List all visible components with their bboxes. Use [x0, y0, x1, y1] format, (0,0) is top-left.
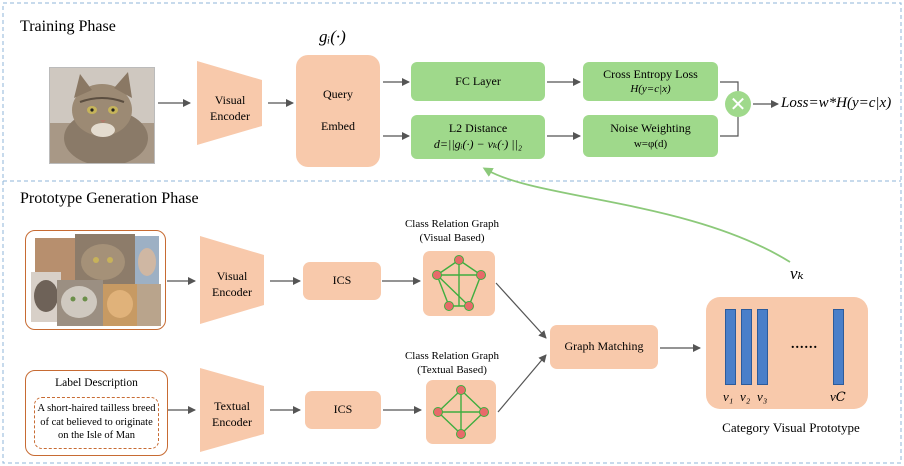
- fc-layer-label: FC Layer: [455, 73, 501, 88]
- l2-distance-title: L2 Distance: [448, 121, 508, 136]
- noise-weighting-box: Noise Weighting w=φ(d): [583, 115, 718, 157]
- multiply-icon: ✕: [725, 91, 751, 117]
- label-description-frame: Label Description A short-haired tailles…: [25, 370, 168, 456]
- l2-distance-box: L2 Distance d=||gᵢ(·) − vₖ(·) ||₂: [411, 115, 545, 159]
- training-phase-title: Training Phase: [20, 18, 116, 35]
- cross-entropy-box: Cross Entropy Loss H(y=c|x): [583, 62, 718, 101]
- noise-weighting-formula: w=φ(d): [633, 137, 668, 150]
- graph-matching-box: Graph Matching: [550, 325, 658, 369]
- query-embed-box: Query Embed: [296, 55, 380, 167]
- graph-matching-label: Graph Matching: [564, 339, 644, 354]
- image-collage-frame: [25, 230, 166, 330]
- fc-layer-box: FC Layer: [411, 62, 545, 101]
- prototype-phase-title: Prototype Generation Phase: [20, 190, 199, 207]
- ics-label-top: ICS: [332, 273, 352, 288]
- cat-photo: [49, 67, 155, 164]
- textual-encoder-shape: [200, 368, 264, 452]
- graph-visual-caption: Class Relation Graph (Visual Based): [404, 218, 500, 244]
- vk-feedback-curve: [482, 167, 791, 263]
- label-description-text: A short-haired tailless breed of cat bel…: [34, 397, 159, 449]
- graph-textual-caption: Class Relation Graph (Textual Based): [404, 350, 500, 376]
- graph-textual-icon: [433, 385, 489, 439]
- query-label: Query: [323, 87, 353, 102]
- prototype-ellipsis: ......: [791, 337, 818, 352]
- vk-label: vₖ: [790, 264, 804, 283]
- prototype-bar-2: [741, 309, 752, 385]
- line-nw-to-times: [720, 116, 739, 137]
- ics-box-top: ICS: [303, 262, 381, 300]
- l2-distance-formula: d=||gᵢ(·) − vₖ(·) ||₂: [433, 137, 523, 151]
- arrow-graph-top-to-matching: [495, 282, 547, 339]
- line-ce-to-times: [720, 81, 739, 92]
- embed-label: Embed: [321, 119, 355, 133]
- prototype-label-2: v₂: [740, 389, 751, 404]
- prototype-bar-3: [757, 309, 768, 385]
- graph-textual-box: [426, 380, 496, 444]
- graph-visual-box: [423, 251, 495, 316]
- cat-collage-image: [31, 234, 161, 326]
- noise-weighting-title: Noise Weighting: [610, 121, 691, 136]
- visual-encoder-label-top: Visual Encoder: [210, 93, 250, 124]
- g-function-label: gᵢ(·): [319, 27, 346, 46]
- prototype-frame: ...... v₁ v₂ v₃ v𝐶: [706, 297, 868, 409]
- textual-encoder-label: Textual Encoder: [212, 399, 252, 430]
- graph-visual-icon: [432, 255, 486, 311]
- ics-label-bottom: ICS: [333, 402, 353, 417]
- label-description-title: Label Description: [55, 377, 138, 389]
- visual-encoder-shape-top: [197, 61, 262, 145]
- ics-box-bottom: ICS: [305, 391, 381, 429]
- prototype-label-3: v₃: [757, 389, 768, 404]
- visual-encoder-label-bottom: Visual Encoder: [212, 269, 252, 300]
- visual-encoder-shape-bottom: [200, 236, 264, 324]
- prototype-bar-c: [833, 309, 844, 385]
- prototype-label-c: v𝐶: [830, 389, 846, 404]
- cross-entropy-formula: H(y=c|x): [630, 83, 671, 96]
- cross-entropy-title: Cross Entropy Loss: [603, 66, 698, 81]
- arrow-graph-bottom-to-matching: [497, 354, 547, 413]
- category-visual-prototype-caption: Category Visual Prototype: [722, 420, 860, 435]
- loss-formula: Loss=w*H(y=c|x): [781, 95, 892, 111]
- prototype-bar-1: [725, 309, 736, 385]
- prototype-label-1: v₁: [723, 389, 734, 404]
